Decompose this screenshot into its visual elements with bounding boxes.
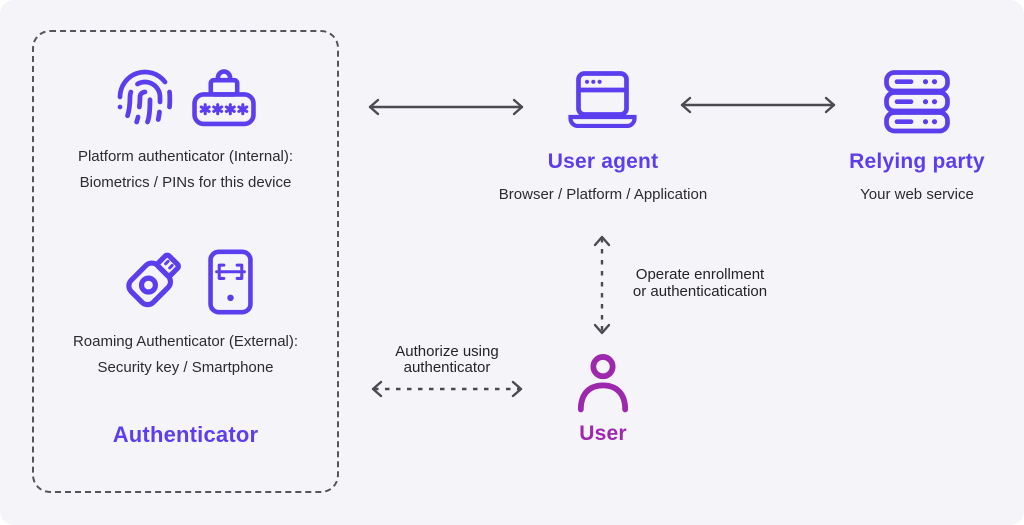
authenticator-group-box: Platform authenticator (Internal): Biome…	[32, 30, 339, 493]
platform-authenticator-caption: Platform authenticator (Internal): Biome…	[34, 144, 337, 196]
roaming-caption-line1: Roaming Authenticator (External):	[72, 333, 299, 350]
user-title: User	[579, 422, 627, 445]
server-icon	[884, 70, 950, 134]
operate-enrollment-line2: or authenticatication	[632, 283, 768, 300]
operate-enrollment-label: Operate enrollment or authenticatication	[618, 266, 782, 300]
arrow-useragent-user	[593, 235, 611, 335]
user-agent-title: User agent	[547, 150, 659, 173]
browser-icon	[568, 71, 637, 128]
password-lock-icon	[191, 68, 256, 126]
authorize-using-line1: Authorize using	[395, 343, 499, 360]
arrow-authenticator-user	[371, 380, 523, 398]
roaming-caption-line2: Security key / Smartphone	[97, 359, 274, 376]
smartphone-face-scan-icon	[208, 249, 253, 315]
fingerprint-icon	[117, 69, 172, 125]
arrow-authenticator-useragent	[368, 98, 524, 116]
roaming-authenticator-icons	[34, 245, 337, 319]
platform-caption-line1: Platform authenticator (Internal):	[77, 148, 294, 165]
platform-authenticator-icons	[34, 66, 337, 128]
platform-caption-line2: Biometrics / PINs for this device	[79, 174, 292, 191]
relying-party-title: Relying party	[849, 150, 985, 173]
authorize-using-line2: authenticator	[403, 359, 491, 376]
operate-enrollment-line1: Operate enrollment	[635, 266, 765, 283]
arrow-useragent-relyingparty	[680, 96, 836, 114]
authorize-using-label: Authorize using authenticator	[367, 344, 527, 376]
roaming-authenticator-caption: Roaming Authenticator (External): Securi…	[34, 329, 337, 381]
user-agent-subtitle: Browser / Platform / Application	[498, 186, 708, 203]
usb-security-key-icon	[126, 252, 181, 308]
relying-party-subtitle: Your web service	[860, 186, 974, 203]
authenticator-title: Authenticator	[112, 422, 259, 447]
person-icon	[577, 354, 629, 413]
